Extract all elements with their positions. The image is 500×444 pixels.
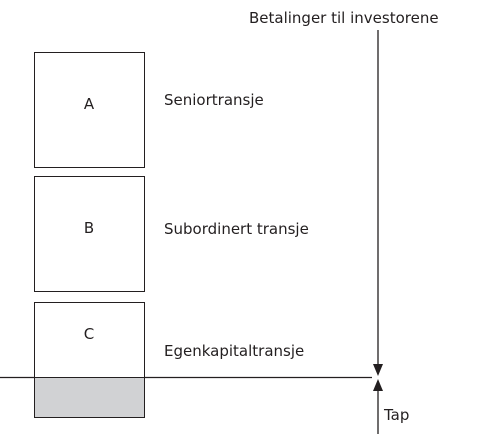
tranche-letter-b: B — [83, 219, 95, 237]
tranche-name-equity: Egenkapitaltransje — [164, 342, 305, 360]
tranche-letter-c: C — [83, 325, 95, 343]
payments-arrowhead — [373, 364, 383, 376]
tranche-box-b — [34, 176, 145, 292]
tranche-c-loss-area — [34, 377, 145, 418]
tranche-name-subordinated: Subordinert transje — [164, 220, 309, 238]
tranche-letter-a: A — [83, 95, 95, 113]
loss-arrowhead — [373, 379, 383, 391]
tranche-box-a — [34, 52, 145, 168]
loss-label: Tap — [384, 406, 410, 424]
payments-label: Betalinger til investorene — [249, 9, 439, 27]
tranche-name-senior: Seniortransje — [164, 91, 264, 109]
